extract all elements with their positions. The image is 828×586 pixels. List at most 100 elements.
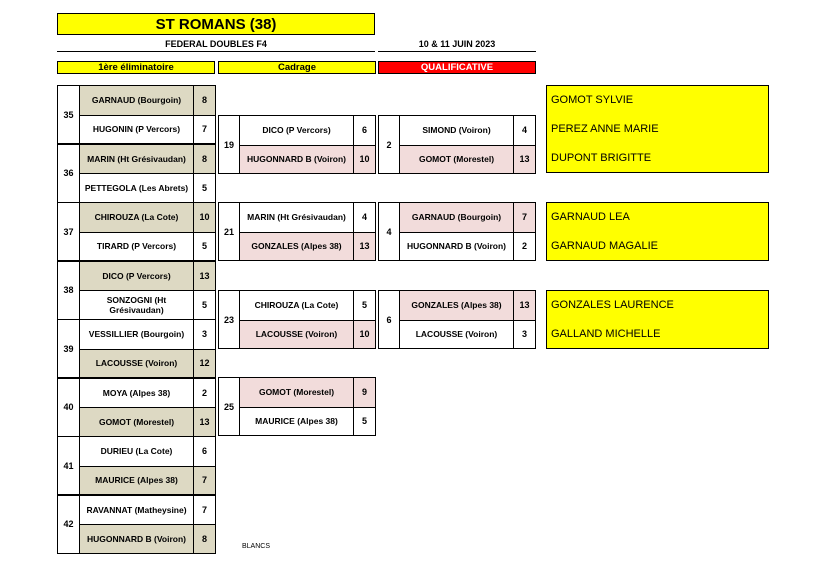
team-row-winner: GARNAUD (Bourgoin) 8 [80,86,215,115]
header-rule-left [57,51,375,52]
team-name: MAURICE (Alpes 38) [255,416,338,427]
team-row: CHIROUZA (La Cote) 5 [240,291,375,320]
team-row-winner: MARIN (Ht Grésivaudan) 8 [80,144,215,173]
team-row-winner: GONZALES (Alpes 38)13 [400,291,535,320]
team-score: 3 [193,320,215,349]
team-score: 13 [193,408,215,436]
team-row: TIRARD (P Vercors)5 [80,231,215,260]
team-score: 6 [193,437,215,466]
qualified-player: GARNAUD LEA [551,211,630,223]
qualified-player: PEREZ ANNE MARIE [551,123,659,135]
team-score: 2 [193,378,215,407]
team-score: 4 [353,203,375,232]
team-row: SONZOGNI (Ht Grésivaudan) 5 [80,290,215,319]
tournament-title: ST ROMANS (38) [57,13,375,35]
team-name: MARIN (Ht Grésivaudan) [87,153,186,164]
match-number: 38 [58,261,80,319]
team-row: RAVANNAT (Matheysine)7 [80,495,215,524]
team-name: LACOUSSE (Voiron) [255,329,338,340]
team-name: MARIN (Ht Grésivaudan) [247,212,346,223]
team-name: SIMOND (Voiron) [422,125,491,136]
qualified-player: GARNAUD MAGALIE [551,240,658,252]
team-row: HUGONNARD B (Voiron) 2 [400,231,535,260]
team-row: DICO (P Vercors) 6 [240,116,375,145]
team-row: SIMOND (Voiron)4 [400,116,535,145]
team-score: 5 [193,232,215,260]
team-name: GARNAUD (Bourgoin) [91,95,182,106]
team-row-winner: GOMOT (Morestel)13 [400,144,535,173]
team-score: 5 [193,291,215,319]
team-name: HUGONNARD B (Voiron) [247,154,346,165]
match-number: 36 [58,144,80,202]
team-score: 10 [193,203,215,232]
team-row: PETTEGOLA (Les Abrets) 5 [80,173,215,202]
team-score: 8 [193,144,215,173]
team-name: GARNAUD (Bourgoin) [411,212,502,223]
team-name: DURIEU (La Cote) [100,446,173,457]
team-row-winner: CHIROUZA (La Cote) 10 [80,203,215,232]
match-number: 35 [58,86,80,143]
team-name: HUGONNARD B (Voiron) [407,241,506,252]
qualified-player: GOMOT SYLVIE [551,94,634,106]
team-row-winner: GOMOT (Morestel)9 [240,378,375,407]
match-number: 21 [219,203,240,260]
team-score: 7 [193,466,215,494]
team-score: 6 [353,116,375,145]
team-name: GOMOT (Morestel) [98,416,175,427]
event-name: FEDERAL DOUBLES F4 [165,39,267,49]
team-score: 7 [193,115,215,143]
section-round1: 1ère éliminatoire [57,61,215,74]
team-score: 13 [193,261,215,290]
team-name: CHIROUZA (La Cote) [254,300,339,311]
team-row-winner: GONZALES (Alpes 38)13 [240,231,375,260]
team-name: RAVANNAT (Matheysine) [86,504,187,515]
team-row-winner: LACOUSSE (Voiron) 12 [80,348,215,377]
match-number: 4 [379,203,400,260]
team-name: SONZOGNI (Ht Grésivaudan) [106,294,167,315]
team-score: 5 [353,407,375,435]
team-score: 13 [513,145,535,173]
team-row-winner: HUGONNARD B (Voiron)8 [80,524,215,553]
event-dates: 10 & 11 JUIN 2023 [418,39,496,49]
match-number: 37 [58,203,80,260]
team-score: 2 [513,232,535,260]
team-row: VESSILLIER (Bourgoin)3 [80,320,215,349]
match-number: 23 [219,291,240,348]
team-row: MARIN (Ht Grésivaudan) 4 [240,203,375,232]
team-score: 5 [353,291,375,320]
qualified-team-2: GARNAUD LEA GARNAUD MAGALIE [546,202,769,261]
team-score: 10 [353,145,375,173]
team-name: DICO (P Vercors) [102,270,171,281]
team-name: CHIROUZA (La Cote) [94,212,179,223]
team-score: 8 [193,86,215,115]
team-name: LACOUSSE (Voiron) [415,329,498,340]
team-score: 12 [193,349,215,377]
match-number: 42 [58,495,80,553]
match-number: 2 [379,116,400,173]
team-name: PETTEGOLA (Les Abrets) [84,182,189,193]
team-row: MAURICE (Alpes 38) 5 [240,406,375,435]
qualified-player: DUPONT BRIGITTE [551,152,652,164]
team-name: LACOUSSE (Voiron) [95,358,178,369]
team-row: MOYA (Alpes 38)2 [80,378,215,407]
match-number: 39 [58,320,80,377]
team-score: 5 [193,174,215,202]
team-row-winner: LACOUSSE (Voiron)10 [240,319,375,348]
team-name: DICO (P Vercors) [262,125,331,136]
team-name: HUGONNARD B (Voiron) [87,533,186,544]
match-number: 6 [379,291,400,348]
match-number: 40 [58,378,80,436]
